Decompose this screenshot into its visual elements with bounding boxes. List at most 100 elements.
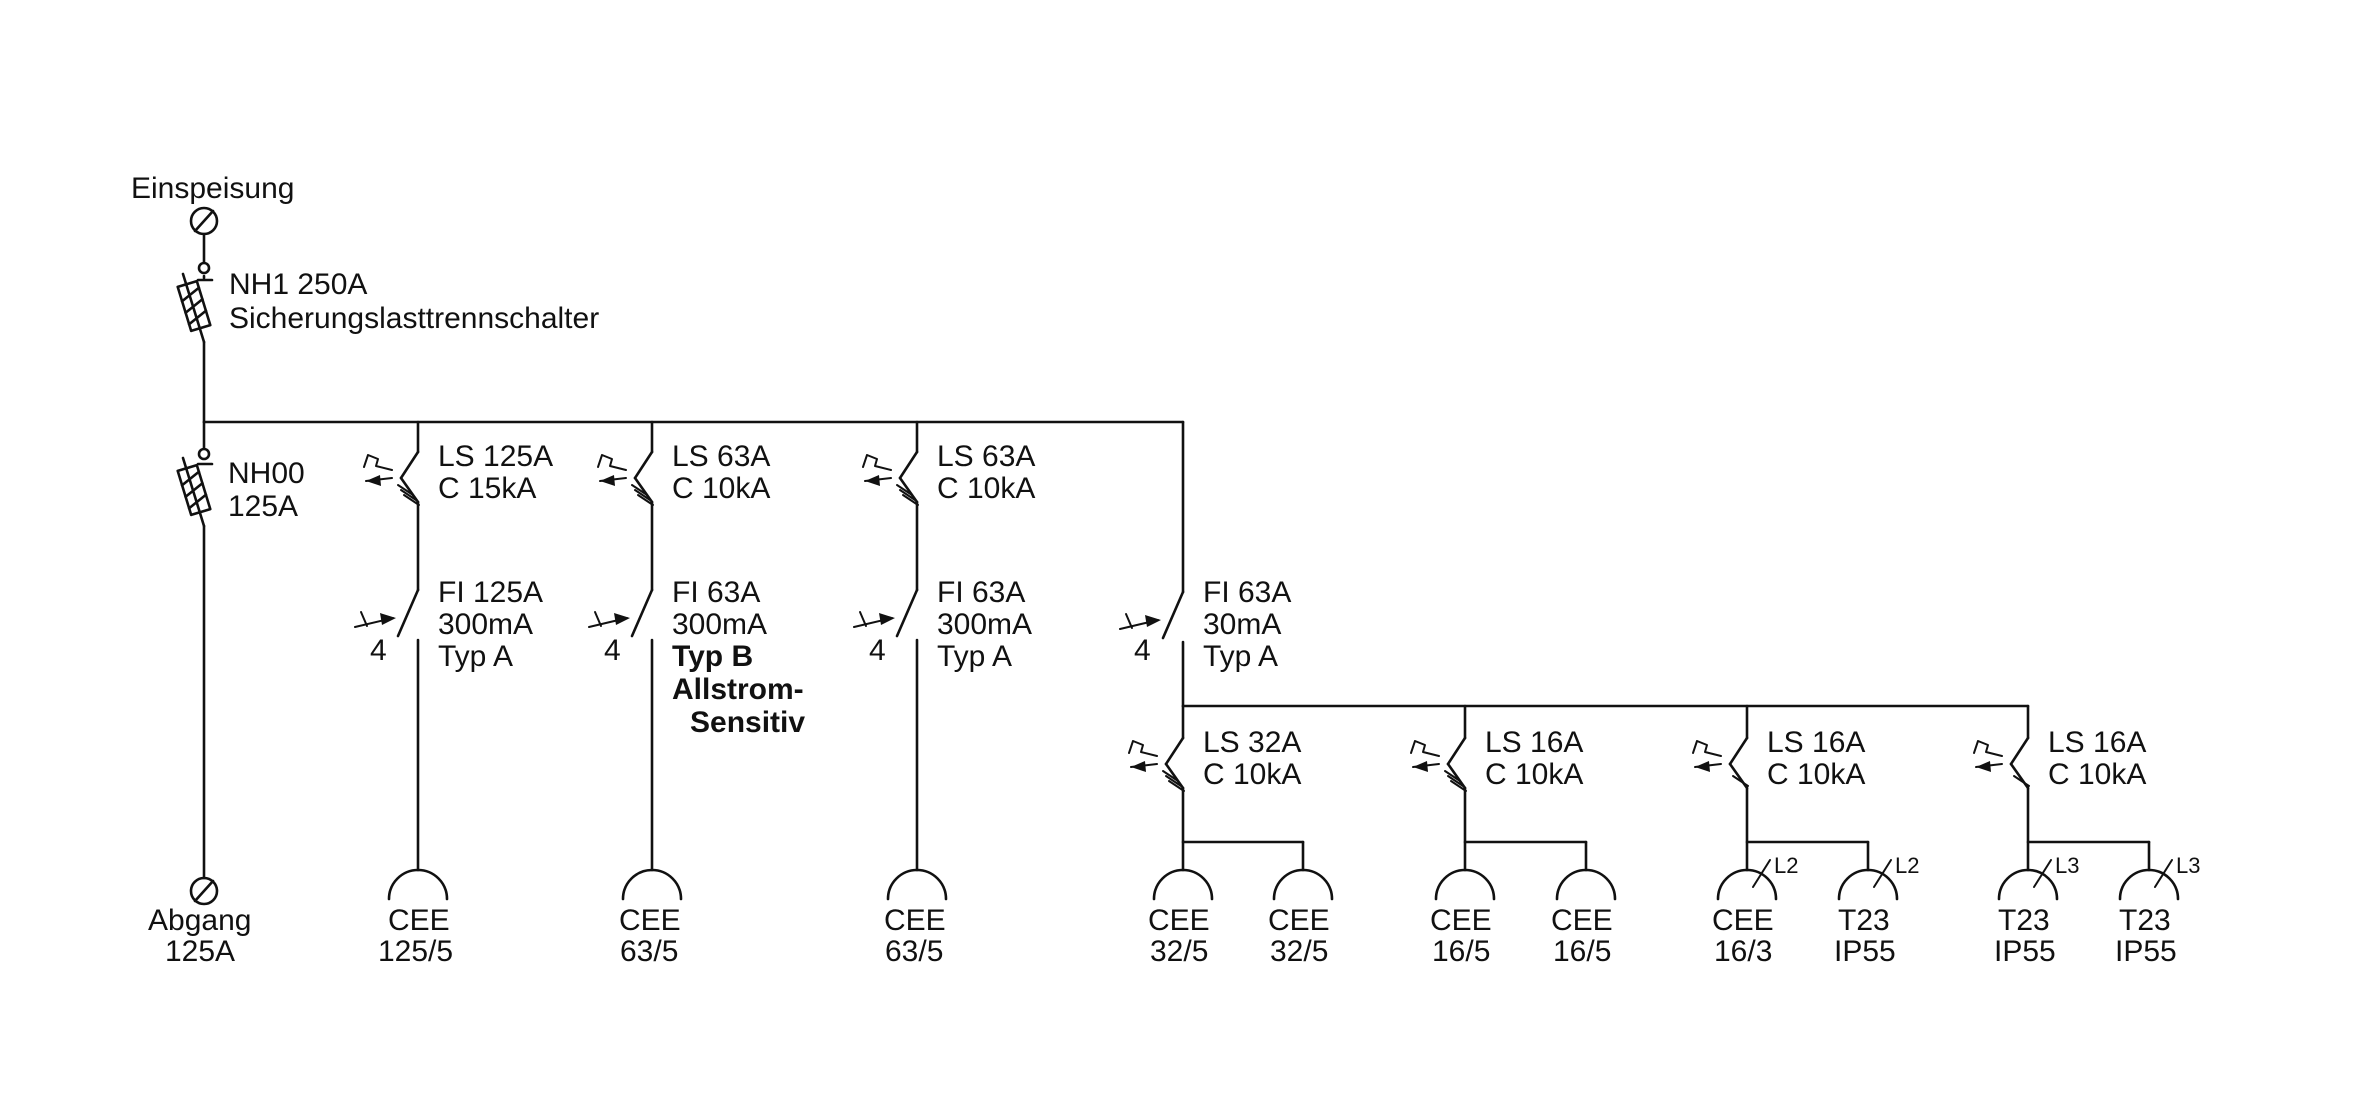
socket-label-1: CEE <box>619 904 681 937</box>
rcd-poles: 4 <box>1134 634 1151 667</box>
fi-label-2: 300mA <box>672 608 767 641</box>
fi-label-1: FI 63A <box>1203 576 1291 609</box>
fi-label-3: Typ A <box>1203 640 1278 673</box>
fi-label-5: Sensitiv <box>690 706 805 739</box>
branch-1: LS 125A C 15kA 4 FI 125A 300mA Typ A CEE… <box>354 420 553 968</box>
ls-label-1: LS 16A <box>1767 726 1865 759</box>
socket-b-label-2: 16/5 <box>1553 935 1611 968</box>
socket-b-label-1: T23 <box>1838 904 1890 937</box>
phase-b-label: L3 <box>2176 853 2200 878</box>
sub-circuit-2: LS 16A C 10kA CEE 16/5 CEE 16/5 <box>1410 704 1617 968</box>
branch-4: 4 FI 63A 30mA Typ A <box>1119 420 1291 708</box>
rcd-icon <box>853 588 919 872</box>
ls-label-1: LS 63A <box>672 440 770 473</box>
fi-label-3: Typ B <box>672 640 753 673</box>
socket-icon <box>2118 868 2180 901</box>
socket-icon <box>387 868 449 901</box>
feed-label: Einspeisung <box>131 172 294 205</box>
fi-label-2: 30mA <box>1203 608 1281 641</box>
socket-b-label-1: CEE <box>1268 904 1330 937</box>
socket-icon <box>1555 868 1617 901</box>
socket-label-2: 63/5 <box>620 935 678 968</box>
phase-a-label: L3 <box>2055 853 2079 878</box>
rcd-poles: 4 <box>370 634 387 667</box>
rcd-poles: 4 <box>604 634 621 667</box>
ls-label-2: C 10kA <box>937 472 1035 505</box>
ls-label-1: LS 32A <box>1203 726 1301 759</box>
socket-icon <box>1434 868 1496 901</box>
socket-a-label-1: T23 <box>1998 904 2050 937</box>
socket-label-2: 63/5 <box>885 935 943 968</box>
socket-icon <box>1272 868 1334 901</box>
rcd-icon <box>588 588 654 872</box>
socket-label-2: 125/5 <box>378 935 453 968</box>
socket-icon <box>1716 868 1778 901</box>
socket-a-label-1: CEE <box>1148 904 1210 937</box>
circuit-breaker-icon <box>1128 736 1185 792</box>
main-switch-label-2: Sicherungslasttrennschalter <box>229 302 599 335</box>
ls-label-2: C 10kA <box>672 472 770 505</box>
socket-b-label-2: IP55 <box>1834 935 1896 968</box>
rcd-icon <box>1119 590 1185 708</box>
circuit-breaker-icon <box>862 450 919 592</box>
fi-label-4: Allstrom- <box>672 673 804 706</box>
outlet-terminal <box>189 876 219 906</box>
socket-icon <box>1997 868 2059 901</box>
ls-label-2: C 15kA <box>438 472 536 505</box>
nh00-label-1: NH00 <box>228 457 305 490</box>
rcd-poles: 4 <box>869 634 886 667</box>
socket-a-label-2: 16/5 <box>1432 935 1490 968</box>
ls-label-2: C 10kA <box>1203 758 1301 791</box>
circuit-breaker-icon <box>1973 736 2030 790</box>
socket-a-label-1: CEE <box>1712 904 1774 937</box>
socket-b-label-2: IP55 <box>2115 935 2177 968</box>
socket-a-label-2: 32/5 <box>1150 935 1208 968</box>
circuit-breaker-icon <box>1692 736 1749 790</box>
socket-icon <box>621 868 683 901</box>
phase-a-label: L2 <box>1774 853 1798 878</box>
circuit-breaker-icon <box>363 450 420 592</box>
nh00-fuse-icon <box>176 447 214 528</box>
socket-b-label-1: T23 <box>2119 904 2171 937</box>
sub-circuit-3: LS 16A C 10kA L2 L2 CEE 16/3 T23 IP55 <box>1692 704 1919 968</box>
fi-label-1: FI 63A <box>937 576 1025 609</box>
main-fuse-switch-icon <box>176 261 214 344</box>
branch-2: LS 63A C 10kA 4 FI 63A 300mA Typ B Allst… <box>588 420 805 968</box>
ls-label-2: C 10kA <box>1485 758 1583 791</box>
ls-label-1: LS 16A <box>2048 726 2146 759</box>
socket-icon <box>1152 868 1214 901</box>
ls-label-2: C 10kA <box>1767 758 1865 791</box>
fi-label-2: 300mA <box>937 608 1032 641</box>
nh00-label-2: 125A <box>228 490 298 523</box>
fi-label-1: FI 125A <box>438 576 543 609</box>
ls-label-1: LS 16A <box>1485 726 1583 759</box>
outlet-label-1: Abgang <box>148 904 251 937</box>
sub-circuit-4: LS 16A C 10kA L3 L3 T23 IP55 T23 IP55 <box>1973 704 2200 968</box>
sub-circuit-1: LS 32A C 10kA CEE 32/5 CEE 32/5 <box>1128 704 1334 968</box>
rcd-icon <box>354 588 420 872</box>
outlet-label-2: 125A <box>165 935 235 968</box>
socket-a-label-2: 16/3 <box>1714 935 1772 968</box>
socket-icon <box>886 868 948 901</box>
socket-icon <box>1837 868 1899 901</box>
feed-terminal <box>189 206 219 236</box>
socket-b-label-2: 32/5 <box>1270 935 1328 968</box>
fi-label-3: Typ A <box>937 640 1012 673</box>
main-switch-label-1: NH1 250A <box>229 268 367 301</box>
ls-label-1: LS 63A <box>937 440 1035 473</box>
fi-label-3: Typ A <box>438 640 513 673</box>
fi-label-1: FI 63A <box>672 576 760 609</box>
circuit-breaker-icon <box>1410 736 1467 792</box>
socket-a-label-2: IP55 <box>1994 935 2056 968</box>
socket-b-label-1: CEE <box>1551 904 1613 937</box>
fi-label-2: 300mA <box>438 608 533 641</box>
circuit-breaker-icon <box>597 450 654 592</box>
phase-b-label: L2 <box>1895 853 1919 878</box>
ls-label-2: C 10kA <box>2048 758 2146 791</box>
socket-a-label-1: CEE <box>1430 904 1492 937</box>
socket-label-1: CEE <box>388 904 450 937</box>
ls-label-1: LS 125A <box>438 440 553 473</box>
branch-3: LS 63A C 10kA 4 FI 63A 300mA Typ A CEE 6… <box>853 420 1035 968</box>
socket-label-1: CEE <box>884 904 946 937</box>
